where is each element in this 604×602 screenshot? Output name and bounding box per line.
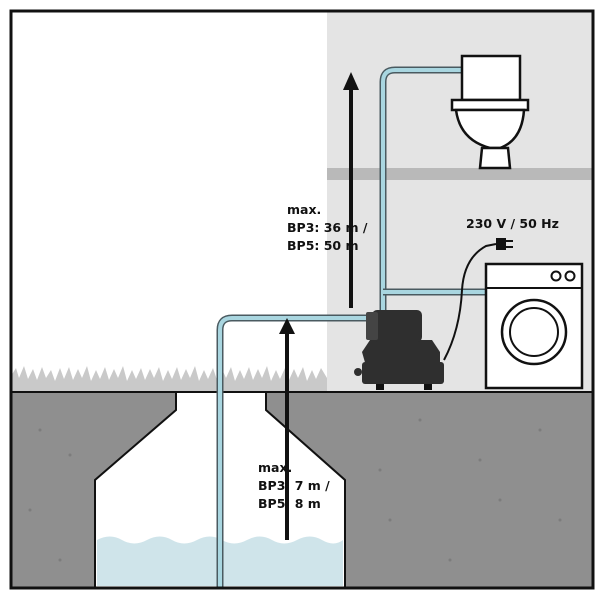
max-height-line-1: max. xyxy=(287,202,321,217)
ground xyxy=(11,392,593,588)
power-plug-icon xyxy=(443,238,513,361)
max-height-line-3: BP5: 50 m xyxy=(287,238,359,253)
washing-machine-icon xyxy=(484,262,584,390)
max-height-label: max. BP3: 36 m / BP5: 50 m xyxy=(287,202,368,253)
pump-icon xyxy=(354,310,444,390)
max-height-line-2: BP3: 36 m / xyxy=(287,220,368,235)
sky-area xyxy=(11,11,327,391)
toilet-icon xyxy=(450,54,530,170)
power-label: 230 V / 50 Hz xyxy=(466,216,559,231)
max-suction-line-1: max. xyxy=(258,460,292,475)
suction-pipe xyxy=(216,314,372,588)
pressure-pipe-toilet xyxy=(379,66,462,312)
grass xyxy=(11,366,327,392)
floor-stripe xyxy=(327,168,593,180)
ground-texture xyxy=(28,418,562,562)
diagram-frame xyxy=(9,9,595,590)
up-arrow-icon xyxy=(343,72,359,308)
max-suction-line-2: BP3: 7 m / xyxy=(258,478,330,493)
up-arrow-icon-suction xyxy=(279,318,295,540)
max-suction-line-3: BP5: 8 m xyxy=(258,496,321,511)
max-suction-label: max. BP3: 7 m / BP5: 8 m xyxy=(258,460,330,511)
